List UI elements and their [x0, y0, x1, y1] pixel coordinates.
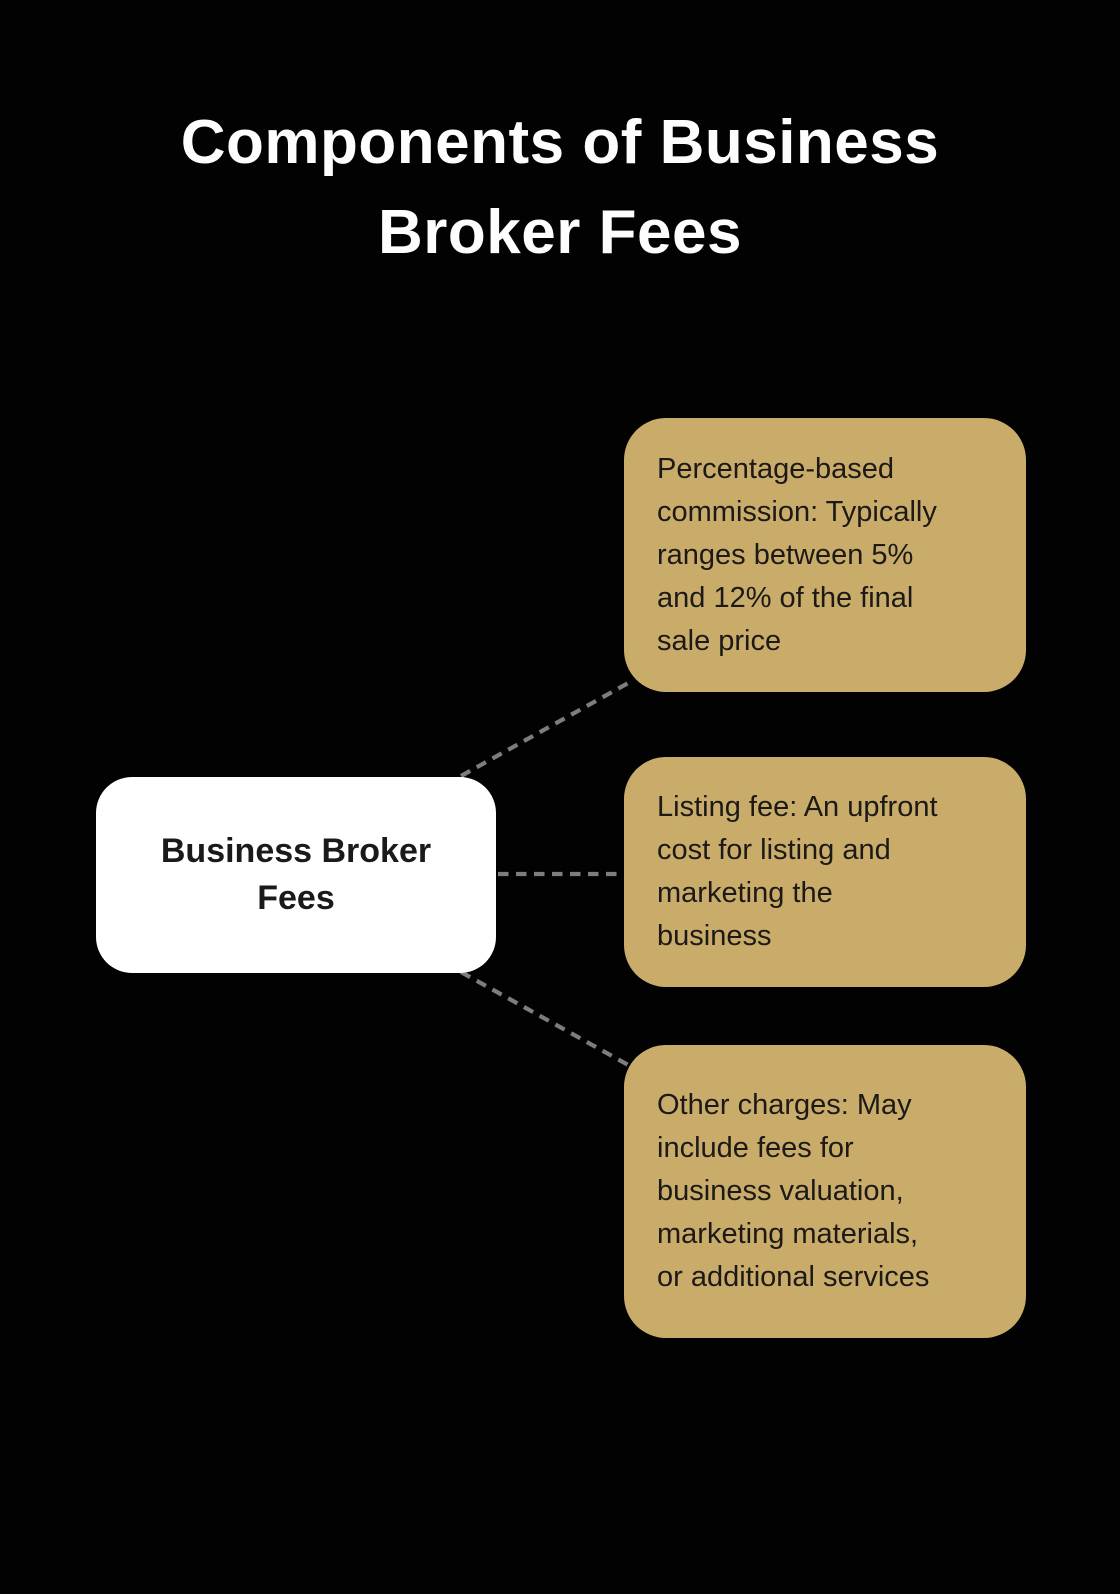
center-node: Business Broker Fees [96, 777, 496, 973]
branch-box-percentage-commission: Percentage-based commission: Typically r… [624, 418, 1026, 692]
branch-text-other-charges: Other charges: May include fees for busi… [657, 1089, 930, 1293]
branch-box-listing-fee: Listing fee: An upfront cost for listing… [624, 757, 1026, 987]
branch-box-other-charges: Other charges: May include fees for busi… [624, 1045, 1026, 1338]
branch-text-listing-fee: Listing fee: An upfront cost for listing… [657, 791, 938, 952]
connector-line-bottom [459, 970, 632, 1068]
center-node-label: Business Broker Fees [160, 832, 432, 917]
connector-line-top [459, 680, 632, 778]
page-title: Components of Business Broker Fees [180, 108, 940, 267]
branch-text-percentage-commission: Percentage-based commission: Typically r… [657, 452, 937, 657]
